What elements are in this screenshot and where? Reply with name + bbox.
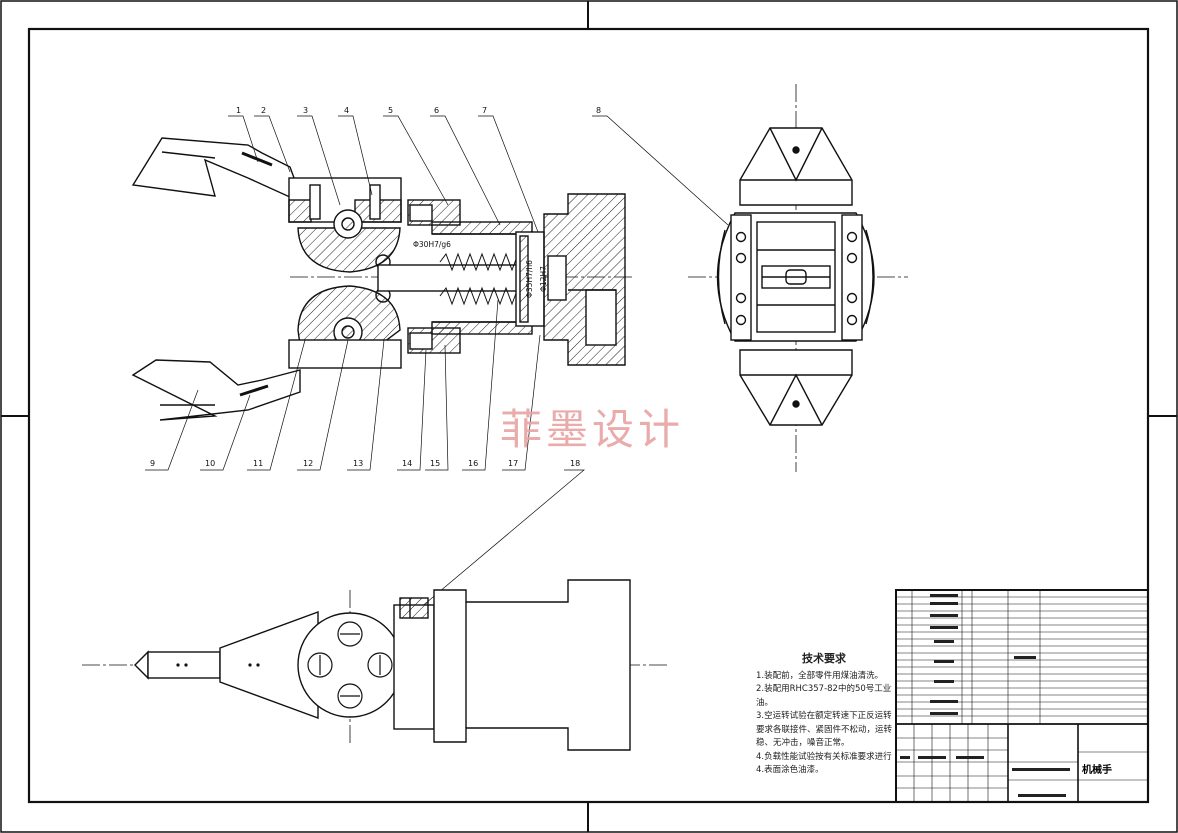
- technical-requirements: 技术要求 1.装配前，全部零件用煤油清洗。 2.装配用RHC357-82中的50…: [756, 652, 892, 778]
- fit-label-rod: Φ12H7: [539, 266, 548, 292]
- fit-label-piston: Φ35H7/h6: [525, 260, 534, 298]
- tech-req-line: 2.装配用RHC357-82中的50号工业齿轮: [756, 684, 892, 694]
- part-number-6: 6: [434, 106, 439, 115]
- part-number-15: 15: [430, 459, 440, 468]
- leader-lines-top: [228, 115, 729, 233]
- title-block: [895, 589, 1149, 803]
- tech-req-line: 4.表面涂色油漆。: [756, 765, 824, 775]
- part-number-3: 3: [303, 106, 308, 115]
- part-numbers: 1 2 3 4 5 6 7 8 9 10 11 12 13 14 15 16 1…: [150, 106, 601, 468]
- part-number-14: 14: [402, 459, 412, 468]
- part-number-5: 5: [388, 106, 393, 115]
- fit-label-cylinder: Φ30H7/g6: [413, 240, 451, 249]
- part-number-10: 10: [205, 459, 215, 468]
- part-number-13: 13: [353, 459, 363, 468]
- side-view: [688, 84, 908, 472]
- tech-req-line: 油。: [756, 697, 774, 708]
- front-view: [131, 137, 632, 421]
- part-number-16: 16: [468, 459, 478, 468]
- part-number-7: 7: [482, 106, 487, 115]
- tech-req-line: 稳、无冲击，噪音正常。: [756, 738, 850, 748]
- tech-req-line: 3.空运转试验在额定转速下正反运转1h,: [756, 711, 892, 721]
- part-number-4: 4: [344, 106, 349, 115]
- part-number-1: 1: [236, 106, 241, 115]
- fit-labels: Φ30H7/g6 Φ35H7/h6 Φ12H7: [413, 240, 548, 298]
- tech-req-line: 要求各联接件、紧固件不松动，运转平: [756, 724, 892, 735]
- part-number-17: 17: [508, 459, 518, 468]
- tech-req-line: 1.装配前，全部零件用煤油清洗。: [756, 670, 884, 681]
- part-number-18: 18: [570, 459, 580, 468]
- watermark-text: 菲墨设计: [500, 405, 685, 454]
- part-number-12: 12: [303, 459, 313, 468]
- drawing-title: 机械手: [1082, 765, 1112, 776]
- leader-lines-bottom: [145, 299, 585, 609]
- top-view: [82, 579, 668, 751]
- part-number-2: 2: [261, 106, 266, 115]
- part-number-9: 9: [150, 459, 155, 468]
- part-number-11: 11: [253, 459, 263, 468]
- tech-req-heading: 技术要求: [802, 652, 846, 665]
- part-number-8: 8: [596, 106, 601, 115]
- tech-req-line: 4.负载性能试验按有关标准要求进行。: [756, 751, 892, 762]
